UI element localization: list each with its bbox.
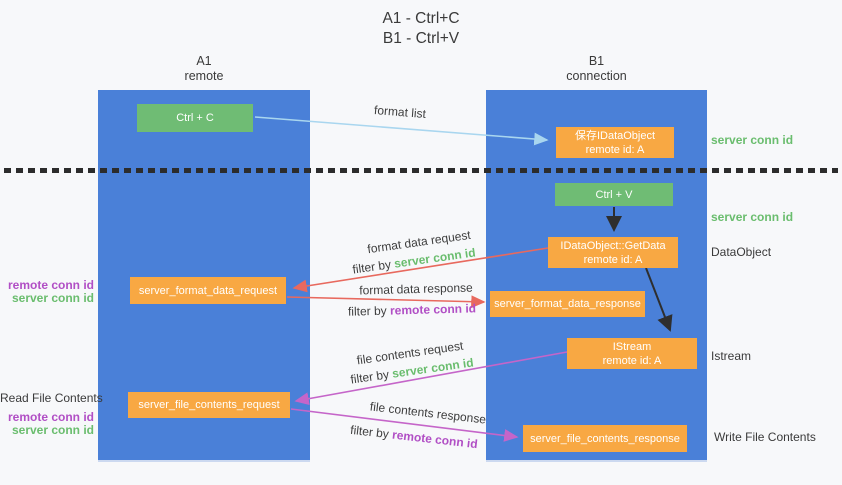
node-istream-line1: IStream bbox=[612, 340, 652, 353]
edge-label-filter-remote-2: filter by remote conn id bbox=[350, 423, 479, 451]
edge-label-filter-remote-1: filter by remote conn id bbox=[348, 301, 476, 318]
remote-conn-id-label: remote conn id bbox=[7, 410, 94, 424]
server-conn-id-label: server conn id bbox=[11, 423, 94, 437]
node-server-format-data-request-label: server_format_data_request bbox=[138, 284, 278, 297]
node-server-format-data-response: server_format_data_response bbox=[490, 291, 645, 317]
node-server-file-contents-request-label: server_file_contents_request bbox=[138, 399, 280, 411]
node-save-idataobject: 保存IDataObject remote id: A bbox=[556, 127, 674, 158]
session-separator-dotted-line bbox=[4, 168, 838, 173]
write-file-contents-label: Write File Contents bbox=[714, 430, 816, 444]
lane-b-header: B1 connection bbox=[486, 54, 707, 84]
lane-a-header: A1 remote bbox=[98, 54, 310, 84]
read-file-contents-label: Read File Contents bbox=[0, 391, 103, 405]
lane-b-subtitle: connection bbox=[566, 69, 627, 83]
istream-label: Istream bbox=[711, 349, 752, 363]
node-server-format-data-request: server_format_data_request bbox=[130, 277, 286, 304]
edge-label-format-list: format list bbox=[373, 102, 427, 122]
node-idataobject-getdata-line2: remote id: A bbox=[583, 253, 643, 266]
node-server-file-contents-request: server_file_contents_request bbox=[128, 392, 290, 418]
remote-conn-id-key: remote conn id bbox=[389, 301, 477, 318]
node-ctrl-c: Ctrl + C bbox=[137, 104, 253, 132]
filter-prefix: filter by bbox=[347, 303, 387, 319]
node-ctrl-v-label: Ctrl + V bbox=[595, 188, 633, 201]
filter-prefix: filter by bbox=[349, 422, 390, 442]
node-ctrl-c-label: Ctrl + C bbox=[176, 112, 214, 124]
server-conn-id-label-top: server conn id bbox=[711, 133, 794, 147]
title-line-1: A1 - Ctrl+C bbox=[382, 10, 460, 27]
left-file-conn-ids: remote conn id server conn id bbox=[0, 411, 94, 437]
filter-prefix: filter by bbox=[349, 367, 390, 387]
node-istream-line2: remote id: A bbox=[602, 354, 662, 367]
node-idataobject-getdata-line1: IDataObject::GetData bbox=[560, 239, 666, 252]
left-format-conn-ids: remote conn id server conn id bbox=[0, 279, 94, 305]
lane-b-title: B1 bbox=[588, 54, 605, 68]
server-conn-id-label: server conn id bbox=[11, 291, 94, 305]
server-conn-id-label-mid: server conn id bbox=[711, 210, 794, 224]
node-ctrl-v: Ctrl + V bbox=[555, 183, 673, 206]
remote-conn-id-key: remote conn id bbox=[391, 427, 479, 452]
node-istream: IStream remote id: A bbox=[567, 338, 697, 369]
node-idataobject-getdata: IDataObject::GetData remote id: A bbox=[548, 237, 678, 268]
edge-label-file-contents-response: file contents response bbox=[369, 399, 487, 427]
filter-prefix: filter by bbox=[351, 257, 392, 277]
title-line-2: B1 - Ctrl+V bbox=[382, 30, 460, 47]
edge-label-format-data-response: format data response bbox=[359, 280, 473, 298]
node-server-file-contents-response: server_file_contents_response bbox=[523, 425, 687, 452]
diagram-title: A1 - Ctrl+C B1 - Ctrl+V bbox=[0, 9, 842, 49]
remote-conn-id-label: remote conn id bbox=[7, 278, 94, 292]
dataobject-label: DataObject bbox=[711, 245, 772, 259]
lane-a-title: A1 bbox=[196, 54, 212, 68]
node-save-idataobject-line1: 保存IDataObject bbox=[574, 129, 656, 142]
node-server-file-contents-response-label: server_file_contents_response bbox=[530, 432, 680, 445]
lane-a-subtitle: remote bbox=[184, 69, 224, 83]
node-save-idataobject-line2: remote id: A bbox=[585, 143, 645, 156]
node-server-format-data-response-label: server_format_data_response bbox=[494, 298, 641, 310]
